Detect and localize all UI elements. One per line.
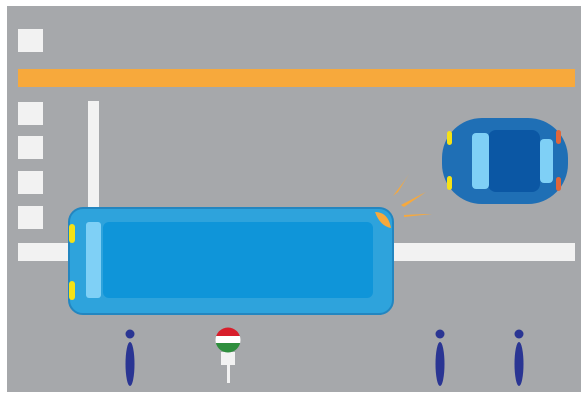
crosswalk-stripe <box>18 171 43 194</box>
car-front-window <box>540 139 553 183</box>
bus-roof-panel <box>103 222 373 298</box>
crosswalk-stripe <box>18 102 43 125</box>
center-line <box>18 69 575 87</box>
bus-headlight <box>69 224 75 243</box>
pedestrian-body <box>515 342 524 386</box>
car-headlight <box>447 131 452 145</box>
car <box>442 118 568 204</box>
crosswalk-stripe <box>18 206 43 229</box>
pedestrian-head <box>436 330 445 339</box>
car-taillight <box>556 177 561 191</box>
car-headlight <box>447 176 452 190</box>
bus-headlight <box>69 281 75 300</box>
car-rear-window <box>472 133 489 189</box>
pedestrian-head <box>515 330 524 339</box>
bus-windshield <box>86 222 101 298</box>
car-taillight <box>556 130 561 144</box>
pedestrian-head <box>126 330 135 339</box>
bus <box>69 208 393 314</box>
car-roof <box>488 130 540 192</box>
crosswalk-stripe <box>18 136 43 159</box>
pedestrian-body <box>436 342 445 386</box>
sign-plate <box>221 352 235 365</box>
road-marking-square <box>18 29 43 52</box>
pedestrian-body <box>126 342 135 386</box>
